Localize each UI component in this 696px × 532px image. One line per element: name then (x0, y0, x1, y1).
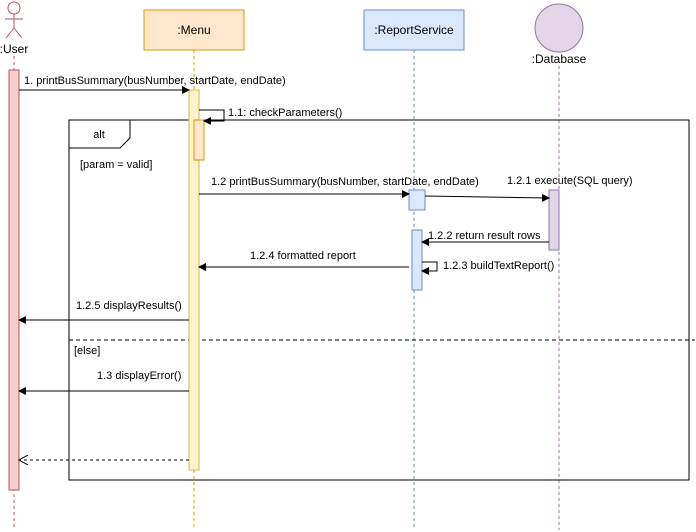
message-1-2-4-label: 1.2.4 formatted report (250, 250, 356, 262)
report-service-box (363, 9, 465, 51)
report-service-activation-bar-2 (411, 229, 423, 291)
guard-else-label: [else] (74, 345, 100, 357)
user-actor-icon (5, 1, 23, 39)
alt-fragment: alt [param = valid] [else] (68, 119, 695, 481)
alt-fragment-tab (68, 119, 131, 149)
report-service-activation-bar-1 (408, 189, 426, 211)
database-participant: :Database (532, 3, 587, 66)
message-1-1-label: 1.1: checkParameters() (228, 107, 342, 119)
message-1-2-3-label: 1.2.3 buildTextReport() (443, 260, 554, 272)
database-activation-bar (548, 189, 560, 251)
menu-box (143, 9, 245, 51)
user-label: :User (0, 42, 28, 56)
message-1-2-label: 1.2 printBusSummary(busNumber, startDate… (211, 176, 479, 188)
message-1-2-5-label: 1.2.5 displayResults() (76, 300, 182, 312)
message-1-2-2-label: 1.2.2 return result rows (428, 230, 541, 242)
report-service-participant: :ReportService (363, 9, 465, 51)
user-actor: :User (0, 1, 28, 56)
report-service-label: :ReportService (374, 23, 454, 37)
menu-participant: :Menu (143, 9, 245, 51)
message-1-3-label: 1.3 displayError() (97, 370, 181, 382)
message-1-label: 1. printBusSummary(busNumber, startDate,… (24, 75, 286, 87)
alt-operator-label: alt (93, 129, 105, 141)
alt-fragment-frame (68, 119, 690, 481)
menu-nested-activation-bar (193, 119, 205, 161)
database-label: :Database (532, 52, 587, 66)
menu-label: :Menu (177, 23, 210, 37)
guard-main-label: [param = valid] (80, 159, 152, 171)
message-1-2-3-arrow (421, 261, 438, 275)
message-1-2-1-label: 1.2.1 execute(SQL query) (507, 175, 633, 187)
menu-activation-bar (188, 89, 200, 471)
database-entity-icon (534, 3, 584, 53)
user-activation-bar (8, 69, 20, 491)
message-1-1-arrow (199, 109, 225, 125)
message-1-2-1-arrow (424, 193, 550, 202)
